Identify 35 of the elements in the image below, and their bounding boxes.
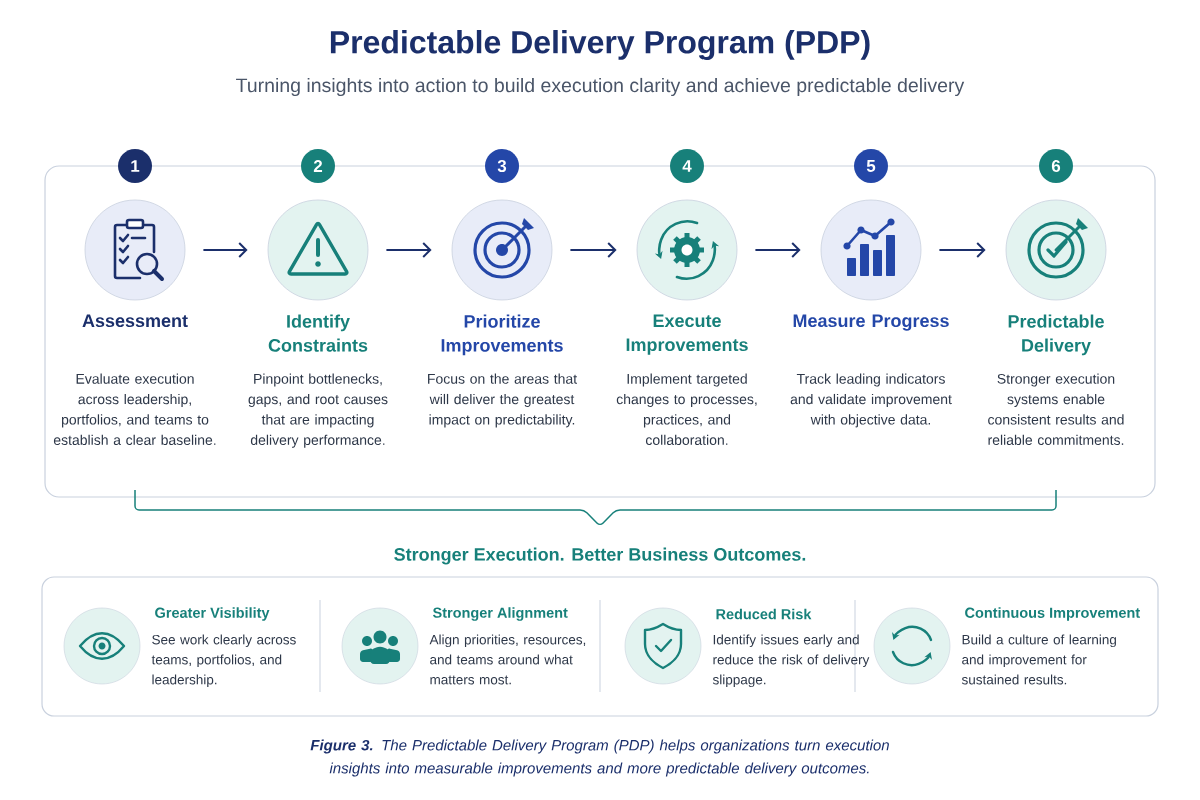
benefit-title: Continuous Improvement — [965, 607, 1140, 621]
section-heading: Stronger Execution. Better Business Outcomes. — [394, 547, 806, 565]
benefit-title: Stronger Alignment — [432, 607, 568, 621]
step-description: Evaluate execution across leadership, portfolios, and teams to establish a clear baseline. — [53, 373, 216, 445]
step-title: Predictable Delivery — [1008, 314, 1104, 356]
benefit-description: Build a culture of learning and improvement for sustained results. — [961, 634, 1116, 685]
benefit-description: See work clearly across teams, portfolios, and leadership. — [151, 634, 296, 688]
step-number-badge: 4 — [670, 149, 704, 183]
arrow — [938, 242, 986, 258]
step-title: Prioritize Improvements — [441, 314, 563, 356]
arrow — [569, 242, 617, 258]
step-title: Identify Constraints — [268, 314, 368, 352]
caption: Figure 3. The Predictable Delivery Program (PDP) helps organizations turn execution insights into measurable improvements and more predictable delivery outcomes. — [310, 739, 889, 777]
step-number-badge: 1 — [118, 149, 152, 183]
benefit-description: Identify issues early and reduce the risk of delivery slippage. — [712, 634, 870, 688]
step-description: Stronger execution systems enable consistent results and reliable commitments. — [988, 373, 1124, 445]
arrow — [385, 242, 432, 258]
arrow — [202, 242, 248, 258]
step-description: Track leading indicators and validate improvement with objective data. — [790, 373, 952, 428]
step-description: Implement targeted changes to processes, practices, and collaboration. — [616, 373, 757, 445]
step-number-badge: 3 — [485, 149, 519, 183]
benefit-description: Align priorities, resources, and teams around what matters most. — [429, 634, 586, 685]
subtitle: Turning insights into action to build execution clarity and achieve predictable delivery — [236, 77, 965, 97]
step-title: Measure Progress — [793, 314, 949, 331]
step-description: Focus on the areas that will deliver the greatest impact on predictability. — [428, 373, 577, 428]
step-title: Execute Improvements — [626, 314, 748, 355]
step-number-badge: 6 — [1039, 149, 1073, 183]
step-description: Pinpoint bottlenecks, gaps, and root causes that are impacting delivery performance. — [248, 373, 388, 448]
step-number-badge: 5 — [854, 149, 888, 183]
step-number-badge: 2 — [301, 149, 335, 183]
step-title: Assessment — [82, 314, 188, 328]
benefit-title: Greater Visibility — [155, 607, 270, 621]
title: Predictable Delivery Program (PDP) — [330, 30, 870, 60]
benefit-title: Reduced Risk — [716, 608, 812, 620]
arrow — [754, 242, 801, 258]
